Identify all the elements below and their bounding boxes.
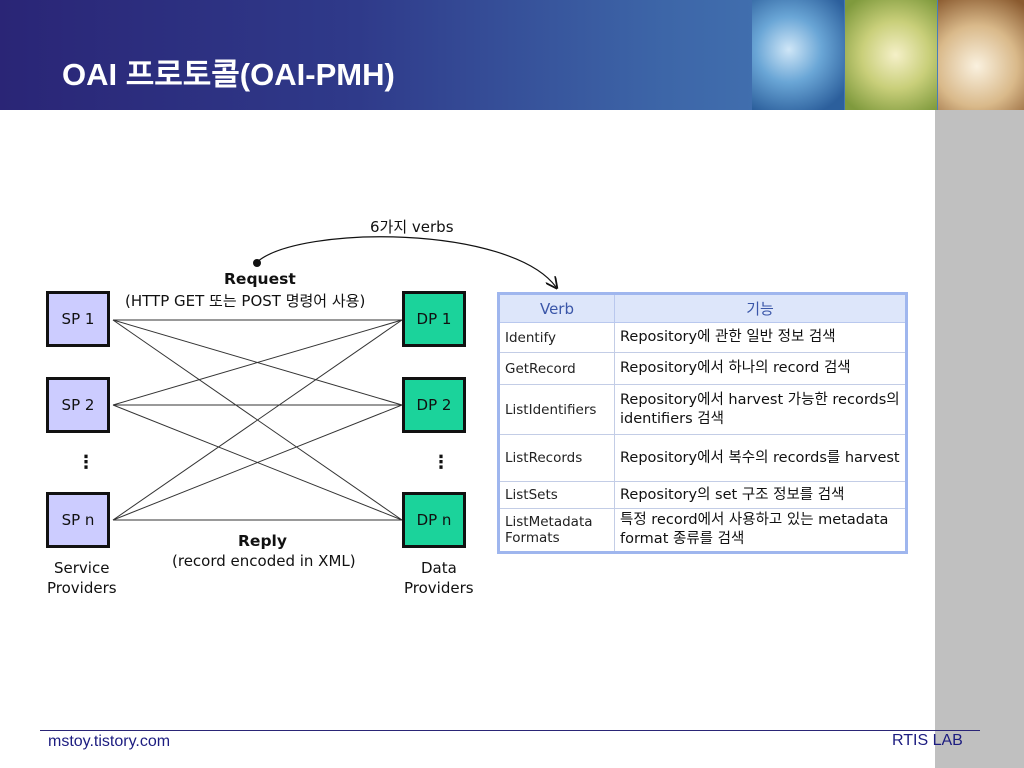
header-photo-pen bbox=[938, 0, 1024, 110]
table-row: Identify Repository에 관한 일반 정보 검색 bbox=[498, 322, 907, 353]
verb-cell: Identify bbox=[498, 322, 615, 353]
right-sidebar bbox=[935, 110, 1024, 768]
reply-detail: (record encoded in XML) bbox=[172, 552, 356, 570]
service-providers-caption-line1: Service bbox=[54, 559, 110, 577]
data-provider-2: DP 2 bbox=[402, 377, 466, 433]
header-photo-clock bbox=[752, 0, 844, 110]
verbs-caption: 6가지 verbs bbox=[370, 218, 454, 236]
desc-cell: Repository에 관한 일반 정보 검색 bbox=[614, 322, 907, 353]
footer-lab-name: RTIS LAB bbox=[892, 732, 963, 749]
service-provider-n: SP n bbox=[46, 492, 110, 548]
service-provider-1: SP 1 bbox=[46, 291, 110, 347]
verb-cell: ListIdentifiers bbox=[498, 384, 615, 435]
table-row: ListMetadata Formats 특정 record에서 사용하고 있는… bbox=[498, 508, 907, 553]
slide-title: OAI 프로토콜(OAI-PMH) bbox=[62, 57, 395, 92]
desc-cell: 특정 record에서 사용하고 있는 metadata format 종류를 … bbox=[614, 508, 907, 553]
verbs-table: Verb 기능 Identify Repository에 관한 일반 정보 검색… bbox=[497, 292, 908, 554]
data-provider-n: DP n bbox=[402, 492, 466, 548]
sp-dp-links bbox=[112, 319, 403, 521]
desc-cell: Repository의 set 구조 정보를 검색 bbox=[614, 481, 907, 509]
verb-cell: ListRecords bbox=[498, 434, 615, 482]
service-providers-caption-line2: Providers bbox=[47, 579, 117, 597]
desc-cell: Repository에서 하나의 record 검색 bbox=[614, 352, 907, 385]
table-row: ListIdentifiers Repository에서 harvest 가능한… bbox=[498, 384, 907, 435]
header-function: 기능 bbox=[614, 293, 907, 323]
table-row: GetRecord Repository에서 하나의 record 검색 bbox=[498, 352, 907, 385]
data-providers-caption-line2: Providers bbox=[404, 579, 474, 597]
header-verb: Verb bbox=[498, 293, 615, 323]
verb-cell: ListSets bbox=[498, 481, 615, 509]
header-photo-coins bbox=[845, 0, 937, 110]
request-title: Request bbox=[224, 270, 296, 288]
connection-lines bbox=[112, 236, 935, 521]
table-row: ListSets Repository의 set 구조 정보를 검색 bbox=[498, 481, 907, 509]
desc-cell: Repository에서 복수의 records를 harvest bbox=[614, 434, 907, 482]
verbs-arrow-dot bbox=[253, 259, 261, 267]
slide-header: OAI 프로토콜(OAI-PMH) bbox=[0, 0, 1024, 110]
data-providers-caption-line1: Data bbox=[421, 559, 457, 577]
sp-ellipsis: ⋮ bbox=[77, 452, 95, 473]
desc-cell: Repository에서 harvest 가능한 records의 identi… bbox=[614, 384, 907, 435]
reply-title: Reply bbox=[238, 532, 287, 550]
verb-cell: GetRecord bbox=[498, 352, 615, 385]
footer-divider bbox=[40, 730, 980, 731]
dp-ellipsis: ⋮ bbox=[432, 452, 450, 473]
footer-website: mstoy.tistory.com bbox=[48, 733, 171, 750]
oai-diagram: 6가지 verbs Request (HTTP GET 또는 POST 명령어 … bbox=[46, 218, 935, 597]
service-provider-2: SP 2 bbox=[46, 377, 110, 433]
table-row: ListRecords Repository에서 복수의 records를 ha… bbox=[498, 434, 907, 482]
verbs-arrow bbox=[256, 236, 556, 287]
table-header-row: Verb 기능 bbox=[498, 293, 907, 323]
request-detail: (HTTP GET 또는 POST 명령어 사용) bbox=[125, 292, 366, 310]
data-provider-1: DP 1 bbox=[402, 291, 466, 347]
verb-cell: ListMetadata Formats bbox=[498, 508, 615, 553]
